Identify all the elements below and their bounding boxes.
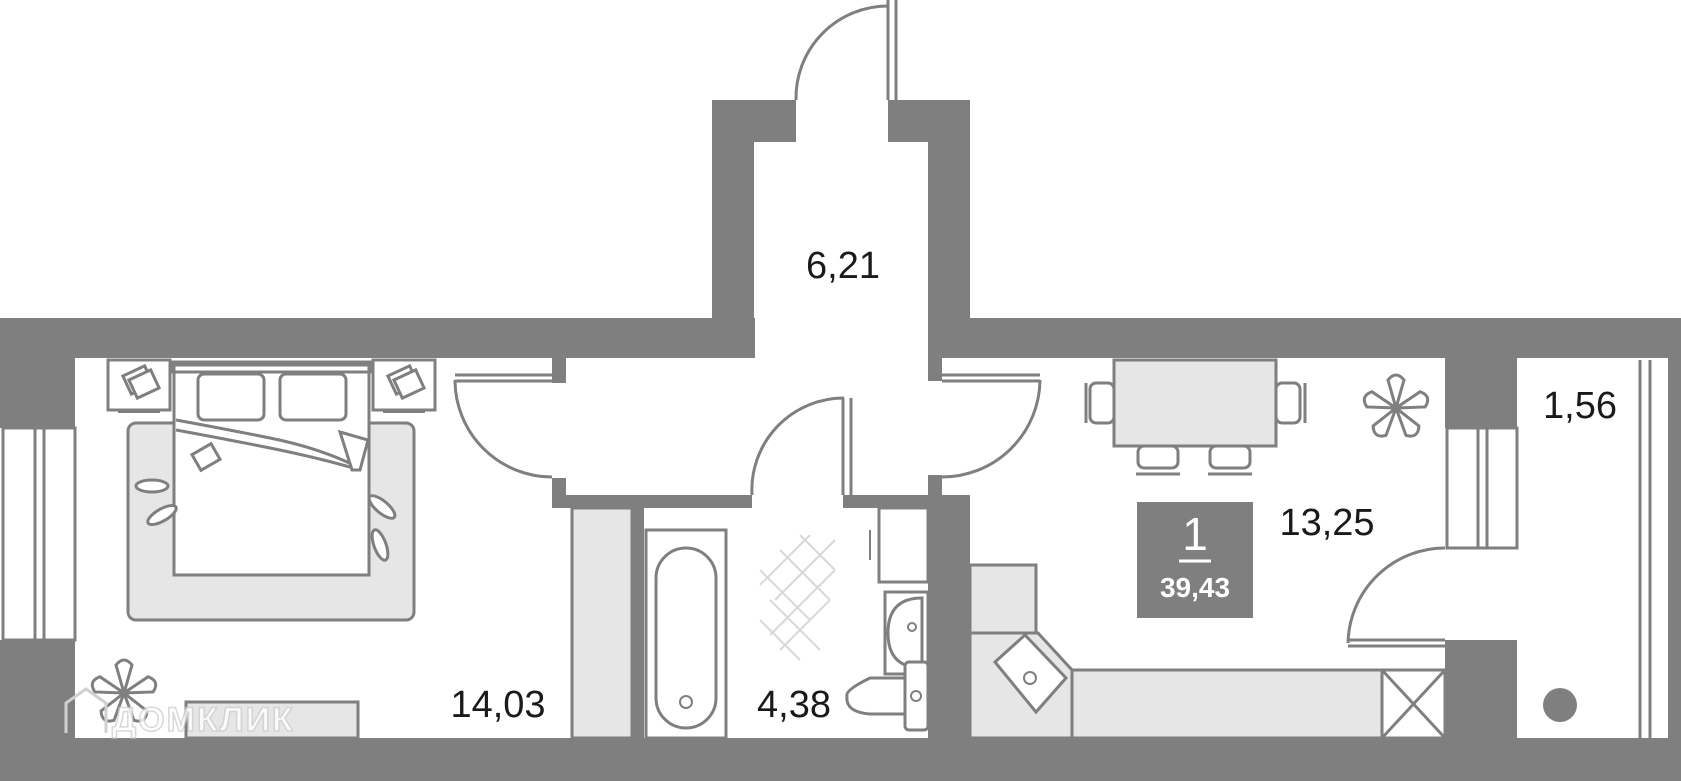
total-area: 39,43 [1160, 572, 1230, 603]
balcony-drain [1543, 688, 1577, 722]
rooms-count: 1 [1182, 508, 1208, 560]
apartment-badge: 1 39,43 [1137, 502, 1253, 618]
hall-area-label: 6,21 [806, 245, 880, 287]
balcony-door [1346, 546, 1446, 648]
balcony-glazing [1638, 360, 1652, 738]
bedroom-area-label: 14,03 [450, 684, 545, 726]
bedroom-furniture [90, 358, 437, 740]
bathroom-area-label: 4,38 [757, 684, 831, 726]
kitchen-furniture [968, 358, 1447, 740]
watermark-text: ДОМКЛИК [112, 701, 295, 739]
left-window [1, 426, 77, 642]
bedroom-door [453, 373, 553, 479]
entrance-door [794, 0, 898, 101]
watermark: ДОМКЛИК [64, 687, 295, 740]
balcony-door-window [1445, 426, 1519, 550]
bathroom-fixtures [570, 506, 930, 740]
bathroom-door [750, 396, 853, 496]
balcony-area-label: 1,56 [1543, 385, 1617, 427]
walls [0, 100, 1681, 781]
kitchen-living-area-label: 13,25 [1279, 502, 1374, 544]
kitchen-door [941, 373, 1042, 479]
